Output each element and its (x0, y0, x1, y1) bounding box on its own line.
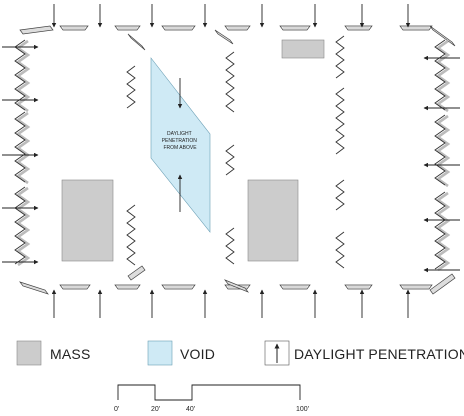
corner-panel (223, 279, 250, 293)
void-label-line-3: FROM ABOVE (163, 145, 197, 151)
corner-panel (127, 33, 146, 51)
corner-panel (429, 25, 456, 47)
scale-label-0: 0' (114, 406, 119, 413)
interior-zigzag-a1 (126, 65, 136, 109)
interior-zigzag-b1 (225, 51, 235, 113)
scale-label-40: 40' (186, 406, 195, 413)
corner-panel (214, 29, 234, 45)
interior-zigzag-b3 (225, 227, 235, 265)
left-wall-zigzag-middle-shade (15, 111, 31, 185)
interior-zigzag-b2 (225, 144, 235, 176)
legend-void-label: VOID (180, 346, 215, 362)
daylight-arrows (2, 4, 460, 318)
left-wall-zigzag-middle (14, 111, 26, 183)
right-wall-zigzag-lower (434, 191, 446, 270)
right-wall-zigzag-middle-shade (435, 114, 451, 188)
right-wall-zigzag-upper-shade (435, 39, 451, 113)
scale-label-20: 20' (151, 406, 160, 413)
right-wall-zigzag-middle (434, 114, 446, 186)
right-wall-zigzag-lower-shade (435, 191, 451, 272)
legend: MASS VOID DAYLIGHT PENETRATION (16, 340, 464, 366)
interior-zigzag-a2 (126, 204, 136, 266)
corner-panel (127, 265, 146, 281)
interior-zigzag-c1 (335, 35, 345, 79)
legend-daylight-label: DAYLIGHT PENETRATION (294, 346, 464, 362)
scale-label-100: 100' (296, 406, 309, 413)
interior-zigzag-c3 (335, 179, 345, 211)
mass-block-top-right (281, 39, 325, 59)
corner-panel (19, 281, 49, 295)
corner-panel (429, 273, 456, 295)
left-wall-zigzag-upper-shade (15, 39, 31, 113)
left-wall-zigzag-upper (14, 39, 26, 111)
void-shape (150, 57, 211, 233)
outer-wall-panels (19, 25, 456, 295)
scale-bar: 0' 20' 40' 100' (114, 384, 309, 413)
right-wall-zigzag-upper (434, 39, 446, 111)
legend-mass-label: MASS (50, 346, 90, 362)
mass-block-right (247, 179, 299, 262)
zigzag-walls (14, 35, 451, 272)
corner-panel (19, 25, 54, 35)
legend-mass-swatch (16, 340, 42, 366)
mass-block-left (61, 179, 114, 262)
left-wall-zigzag-lower (14, 186, 26, 265)
legend-void-swatch (147, 340, 173, 366)
left-wall-zigzag-lower-shade (15, 186, 31, 267)
interior-zigzag-c2 (335, 87, 345, 155)
scale-bar-line (117, 384, 301, 401)
void-label: DAYLIGHT PENETRATION FROM ABOVE (162, 131, 199, 151)
void-label-line-2: PENETRATION (162, 138, 198, 144)
interior-zigzag-c4 (335, 231, 345, 269)
void-label-line-1: DAYLIGHT (167, 131, 192, 137)
